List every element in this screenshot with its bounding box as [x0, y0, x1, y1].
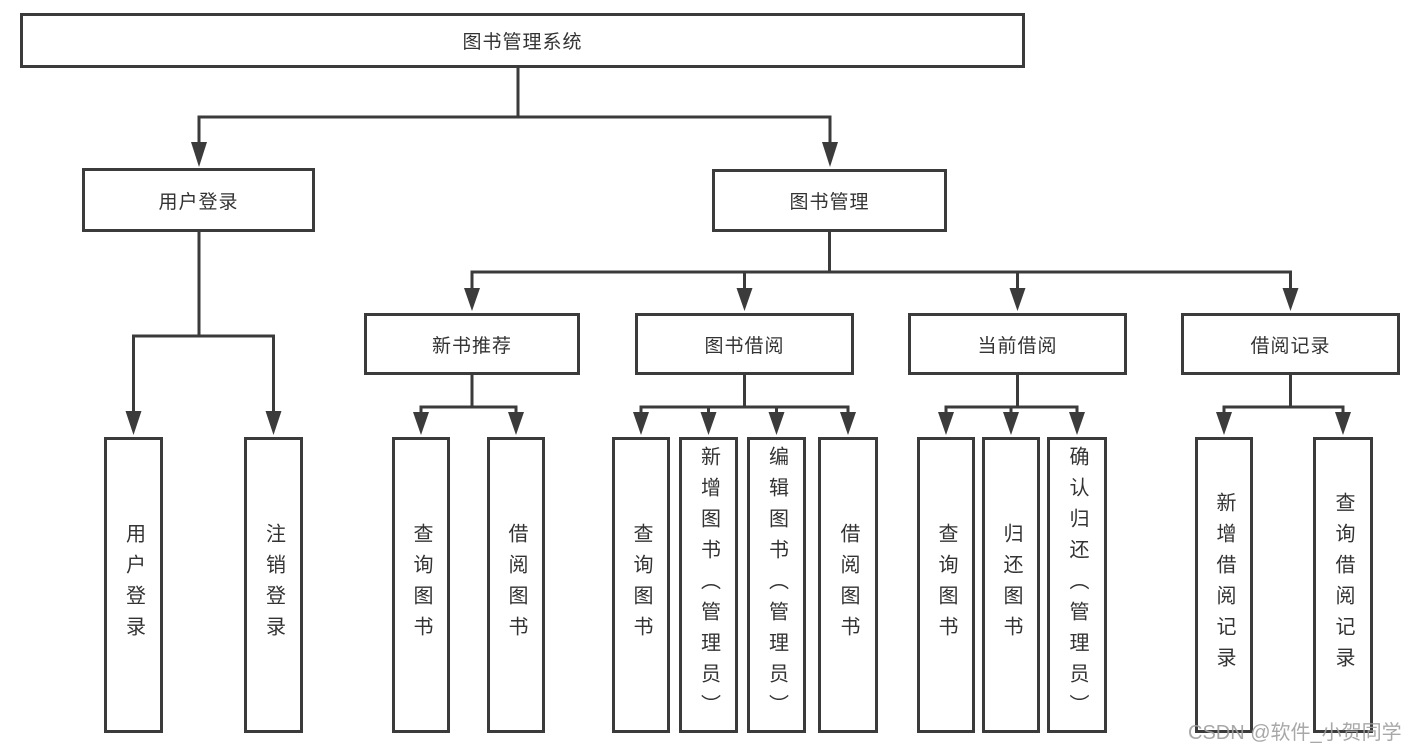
leaf-current-return-books: 归还图书	[982, 437, 1040, 733]
leaf-recommend-borrow-books: 借阅图书	[487, 437, 545, 733]
node-label: 图书借阅	[704, 335, 785, 357]
leaf-label: 新增图书（管理员）	[697, 445, 720, 725]
connector-recommend-to-leaves	[413, 375, 524, 435]
leaf-recommend-query-books: 查询图书	[392, 437, 450, 733]
leaf-label: 借阅图书	[837, 523, 859, 647]
leaf-borrow-query-books: 查询图书	[612, 437, 670, 733]
leaf-label: 注销登录	[262, 523, 285, 647]
node-label: 用户登录	[158, 191, 239, 213]
leaf-records-add-record: 新增借阅记录	[1195, 437, 1253, 733]
leaf-label: 新增借阅记录	[1213, 492, 1235, 678]
connector-login-to-leaves	[125, 232, 282, 435]
node-label: 借阅记录	[1250, 335, 1331, 357]
node-borrow-records: 借阅记录	[1181, 313, 1400, 375]
leaf-label: 查询图书	[630, 523, 652, 647]
arrow-down-icon	[1003, 412, 1019, 435]
node-user-login: 用户登录	[82, 168, 315, 232]
arrow-down-icon	[464, 288, 480, 311]
leaf-label: 借阅图书	[505, 523, 527, 647]
leaf-borrow-borrow-books: 借阅图书	[818, 437, 878, 733]
connector-management-to-level3	[464, 232, 1299, 311]
arrow-down-icon	[938, 412, 954, 435]
leaf-label: 查询借阅记录	[1332, 492, 1354, 678]
arrow-down-icon	[508, 412, 524, 435]
arrow-down-icon	[840, 412, 856, 435]
leaf-current-query-books: 查询图书	[917, 437, 975, 733]
leaf-label: 确认归还（管理员）	[1066, 445, 1088, 725]
leaf-label: 归还图书	[1000, 523, 1022, 647]
node-book-borrow: 图书借阅	[635, 313, 854, 375]
node-label: 图书管理系统	[462, 32, 583, 53]
csdn-watermark: CSDN @软件_小贺同学	[1188, 722, 1402, 744]
leaf-label: 查询图书	[410, 523, 432, 647]
arrow-down-icon	[822, 142, 838, 167]
leaf-label: 编辑图书（管理员）	[765, 445, 788, 725]
arrow-down-icon	[191, 142, 207, 167]
arrow-down-icon	[1216, 412, 1232, 435]
leaf-borrow-add-books-admin: 新增图书（管理员）	[679, 437, 738, 733]
arrow-down-icon	[125, 411, 142, 435]
connector-borrow-to-leaves	[633, 375, 856, 435]
node-new-book-recommend: 新书推荐	[364, 313, 580, 375]
node-label: 当前借阅	[977, 335, 1058, 357]
node-label: 图书管理	[789, 192, 870, 213]
arrow-down-icon	[1069, 412, 1085, 435]
arrow-down-icon	[736, 288, 753, 311]
node-book-management: 图书管理	[712, 169, 947, 232]
leaf-logout: 注销登录	[244, 437, 303, 733]
connector-root-to-level2	[191, 68, 838, 167]
arrow-down-icon	[633, 412, 649, 435]
leaf-user-login: 用户登录	[104, 437, 163, 733]
arrow-down-icon	[265, 411, 282, 435]
leaf-label: 查询图书	[935, 523, 957, 647]
connector-current-to-leaves	[938, 375, 1085, 435]
arrow-down-icon	[700, 412, 717, 435]
node-system-root: 图书管理系统	[20, 13, 1025, 68]
connector-records-to-leaves	[1216, 375, 1351, 435]
leaf-label: 用户登录	[122, 523, 145, 647]
arrow-down-icon	[768, 412, 785, 435]
node-label: 新书推荐	[431, 335, 512, 357]
arrow-down-icon	[1335, 412, 1351, 435]
arrow-down-icon	[1282, 288, 1299, 311]
arrow-down-icon	[1009, 288, 1026, 311]
leaf-current-confirm-return-admin: 确认归还（管理员）	[1047, 437, 1107, 733]
leaf-borrow-edit-books-admin: 编辑图书（管理员）	[747, 437, 806, 733]
leaf-records-query-record: 查询借阅记录	[1313, 437, 1373, 733]
node-current-borrow: 当前借阅	[908, 313, 1127, 375]
arrow-down-icon	[413, 412, 429, 435]
